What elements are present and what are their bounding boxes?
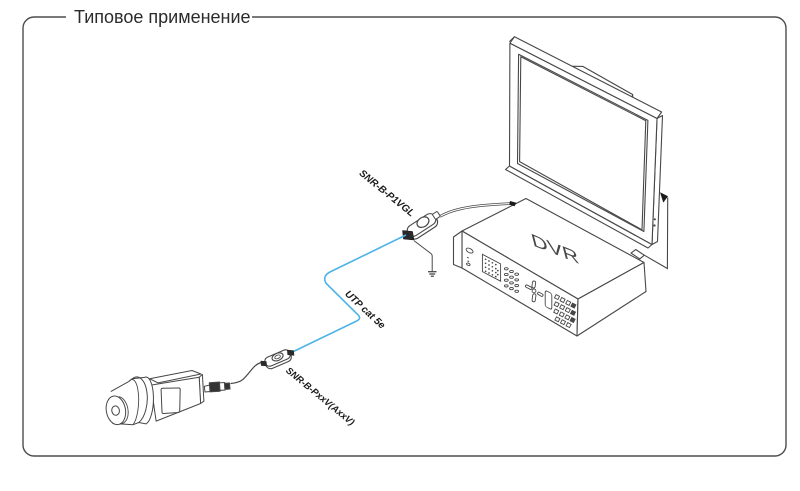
svg-text:Типовое применение: Типовое применение <box>74 7 251 27</box>
